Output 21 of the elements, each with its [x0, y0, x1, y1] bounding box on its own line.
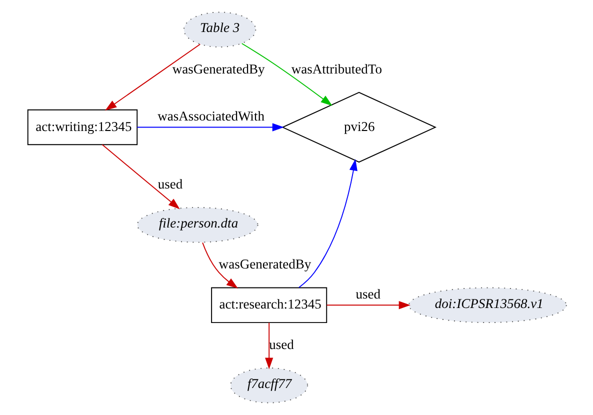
arrow [264, 322, 273, 370]
arrow [202, 242, 238, 289]
arrow [136, 123, 284, 132]
arrow [101, 144, 180, 210]
node-ellipse: doi:ICPSR13568.v1 [408, 287, 566, 324]
edge-label: wasGeneratedBy [172, 61, 264, 76]
arrow [298, 158, 357, 288]
node-ellipse: f7acff77 [230, 368, 308, 404]
edge-label: wasAssociatedWith [157, 108, 264, 124]
node-box: act:writing:12345 [26, 109, 138, 146]
arrow [326, 301, 410, 310]
node-ellipse: Table 3 [182, 12, 256, 48]
node-box: act:research:12345 [210, 287, 327, 324]
edge-label: wasGeneratedBy [218, 256, 311, 272]
edge-label: used [157, 176, 182, 192]
arrow [104, 44, 200, 111]
edge-label: used [355, 286, 380, 302]
edge-label: wasAttributedTo [290, 61, 382, 76]
node-diamond: pvi26 [280, 92, 436, 163]
arrow [240, 43, 332, 106]
node-ellipse: file:person.dta [136, 207, 258, 243]
